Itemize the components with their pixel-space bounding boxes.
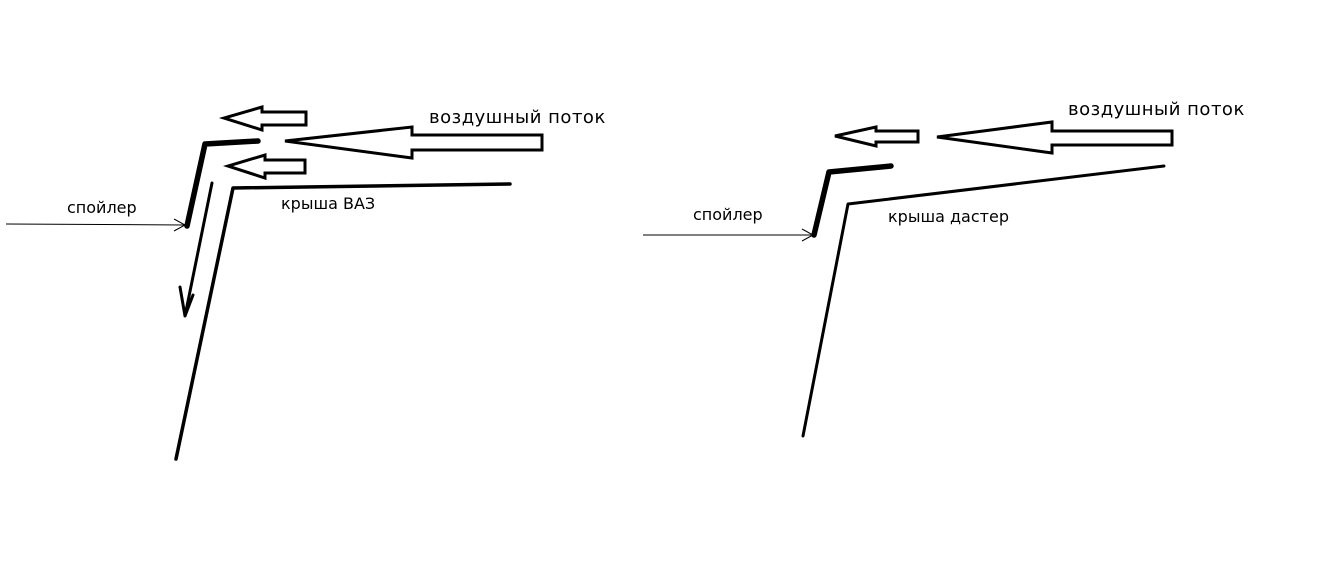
left-spoiler-label: спойлер <box>67 198 137 217</box>
left-roof-label: крыша ВАЗ <box>281 194 376 213</box>
left-diagram <box>5 105 544 461</box>
right-small-flow-arrow <box>834 125 920 148</box>
right-diagram <box>643 120 1174 438</box>
left-roof-line <box>174 182 512 461</box>
right-spoiler-pointer-head <box>801 228 815 242</box>
left-main-airflow-arrow <box>284 125 544 160</box>
left-downwash-arrow <box>178 181 214 318</box>
left-airflow-label: воздушный поток <box>429 107 606 128</box>
right-main-airflow-arrow <box>936 120 1174 155</box>
left-spoiler-pointer-head <box>173 218 187 232</box>
right-roof-label: крыша дастер <box>888 207 1009 226</box>
right-airflow-label: воздушный поток <box>1068 99 1245 120</box>
right-spoiler <box>811 163 894 238</box>
right-spoiler-label: спойлер <box>693 205 763 224</box>
left-lower-flow-arrow <box>222 152 307 181</box>
left-spoiler <box>184 138 261 229</box>
left-upper-flow-arrow <box>218 105 308 133</box>
right-roof-line <box>801 164 1166 438</box>
left-spoiler-pointer-line <box>5 223 185 226</box>
